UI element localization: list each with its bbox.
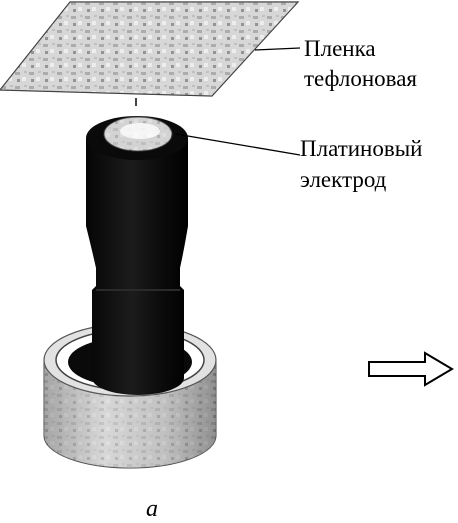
teflon-film [0,1,300,97]
electrode-leader-line [175,133,301,156]
film-label-line2: тефлоновая [304,66,418,91]
film-leader-line [254,47,301,51]
electrode-label-line1: Платиновый [300,136,423,161]
electrode-body [86,116,188,395]
figure-caption: а [146,496,158,522]
platinum-disc [103,116,173,152]
film-label-line1: Пленка [304,36,376,61]
electrode-label-line2: электрод [300,167,387,192]
right-arrow-icon [368,351,454,387]
